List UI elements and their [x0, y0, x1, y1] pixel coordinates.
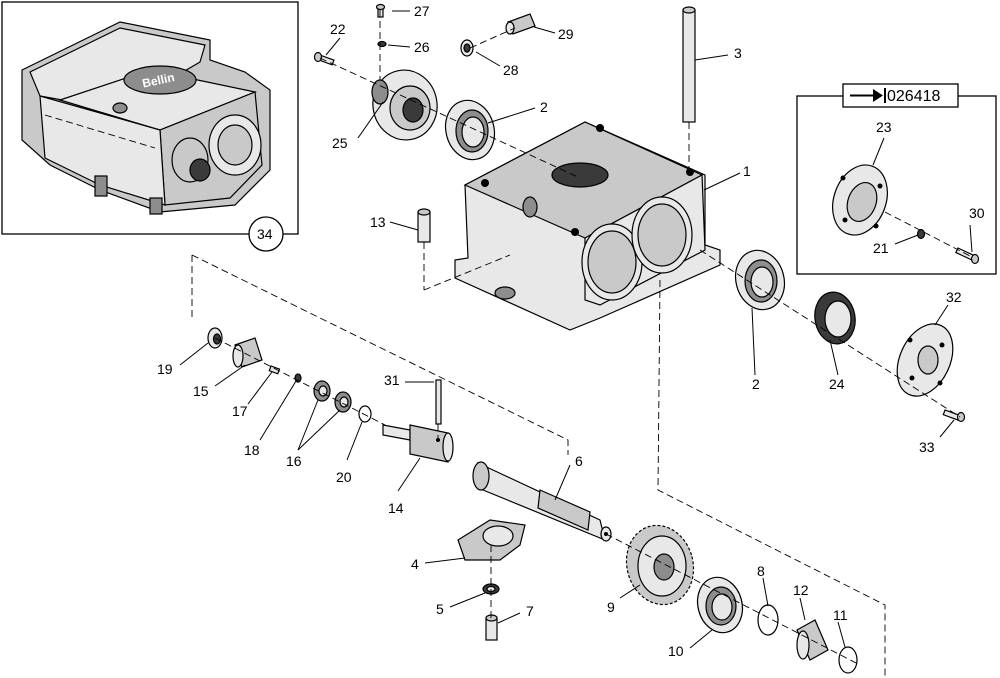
callout-23: 23 — [876, 119, 892, 135]
callout-2-right: 2 — [752, 376, 760, 392]
callout-27: 27 — [414, 3, 430, 19]
callout-32: 32 — [946, 289, 962, 305]
part-29-fitting — [505, 13, 536, 35]
part-17-pin — [268, 365, 281, 375]
callout-10: 10 — [668, 643, 684, 659]
callout-15: 15 — [193, 383, 209, 399]
callout-1: 1 — [743, 163, 751, 179]
part-8-circlip — [757, 604, 779, 636]
revision-arrow-icon — [850, 88, 886, 103]
callout-4: 4 — [411, 556, 419, 572]
callout-28: 28 — [503, 62, 519, 78]
callout-13: 13 — [370, 214, 386, 230]
part-27-screw — [375, 3, 386, 18]
part-14-shaft — [382, 424, 454, 463]
callout-5: 5 — [436, 601, 444, 617]
part-11-circlip — [838, 646, 858, 674]
callout-24: 24 — [829, 376, 845, 392]
callout-21: 21 — [873, 240, 889, 256]
callout-34: 34 — [257, 226, 273, 242]
part-6-crankshaft — [472, 461, 612, 542]
callout-31: 31 — [384, 372, 400, 388]
part-28-seal — [460, 39, 474, 57]
gearbox-housing — [454, 121, 721, 331]
part-9-gear — [625, 524, 695, 606]
part-4-con-rod-cap — [457, 519, 526, 561]
callout-22: 22 — [330, 21, 346, 37]
leader-lines — [179, 10, 973, 649]
part-32-cover — [896, 323, 954, 397]
part-3-stud — [682, 6, 696, 123]
callout-9: 9 — [607, 599, 615, 615]
callout-16: 16 — [286, 453, 302, 469]
part-33-bolt — [942, 409, 966, 423]
callout-20: 20 — [336, 469, 352, 485]
callout-labels: 27 22 26 29 28 3 2 25 1 13 23 21 30 32 2… — [157, 3, 985, 659]
callout-25: 25 — [332, 135, 348, 151]
assembled-gearbox-inset: Bellin 34 — [1, 1, 299, 252]
part-7-bolt — [485, 614, 498, 641]
callout-18: 18 — [244, 442, 260, 458]
part-13-bolt — [417, 208, 431, 243]
callout-12: 12 — [793, 582, 809, 598]
part-10-bearing — [696, 576, 744, 634]
callout-7: 7 — [526, 603, 534, 619]
callout-6: 6 — [575, 453, 583, 469]
part-26-washer — [377, 40, 387, 48]
callout-19: 19 — [157, 361, 173, 377]
callout-11: 11 — [833, 607, 848, 623]
part-15-bushing — [232, 337, 263, 368]
callout-8: 8 — [757, 563, 765, 579]
callout-30: 30 — [969, 205, 985, 221]
callout-33: 33 — [919, 439, 935, 455]
part-22-bolt — [313, 51, 335, 66]
part-24-oil-seal — [814, 291, 856, 345]
part-25-flange — [371, 69, 438, 141]
assembly-centerlines — [191, 10, 961, 678]
part-20-circlip — [358, 405, 372, 423]
part-2-bearing-top — [444, 99, 496, 161]
revision-detail-box: 026418 — [796, 83, 997, 275]
callout-17: 17 — [232, 403, 248, 419]
callout-3: 3 — [734, 45, 742, 61]
part-16-bearings — [313, 380, 352, 413]
callout-2-top: 2 — [540, 99, 548, 115]
part-2-bearing-right — [734, 249, 786, 311]
revision-code: 026418 — [887, 88, 940, 105]
part-31-dowel — [435, 379, 442, 425]
brand-logo-text: Bellin — [141, 70, 176, 90]
callout-26: 26 — [414, 39, 430, 55]
callout-29: 29 — [558, 26, 574, 42]
callout-14: 14 — [388, 500, 404, 516]
